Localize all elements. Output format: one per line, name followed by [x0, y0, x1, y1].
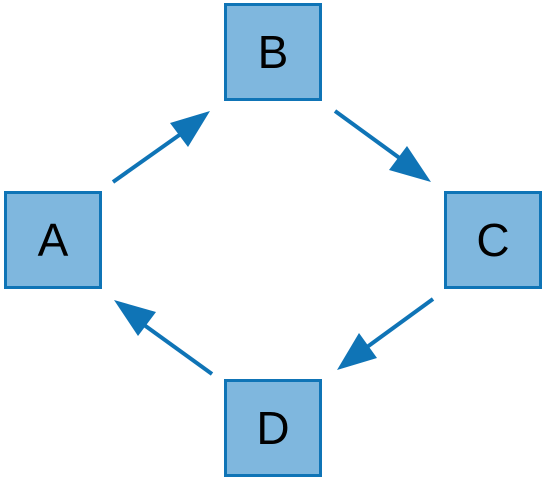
edge-c-to-d — [337, 297, 435, 370]
edge-d-to-a — [114, 300, 214, 376]
node-c: C — [444, 191, 542, 289]
node-a-label: A — [37, 214, 69, 266]
edge-a-to-b-line — [111, 129, 187, 184]
node-c-label: C — [476, 214, 510, 266]
edge-b-to-c-arrowhead — [389, 146, 431, 182]
edge-d-to-a-arrowhead — [114, 300, 156, 336]
edge-b-to-c — [333, 109, 431, 182]
node-d-label: D — [256, 402, 290, 454]
node-b: B — [224, 3, 322, 101]
node-a: A — [4, 191, 102, 289]
edge-a-to-b-arrowhead — [170, 111, 210, 147]
edge-b-to-c-line — [333, 109, 407, 164]
node-b-label: B — [257, 26, 289, 78]
node-d: D — [224, 379, 322, 477]
edge-c-to-d-line — [361, 297, 435, 352]
edge-c-to-d-arrowhead — [337, 333, 377, 370]
edge-d-to-a-line — [138, 320, 214, 376]
edge-a-to-b — [111, 111, 210, 184]
